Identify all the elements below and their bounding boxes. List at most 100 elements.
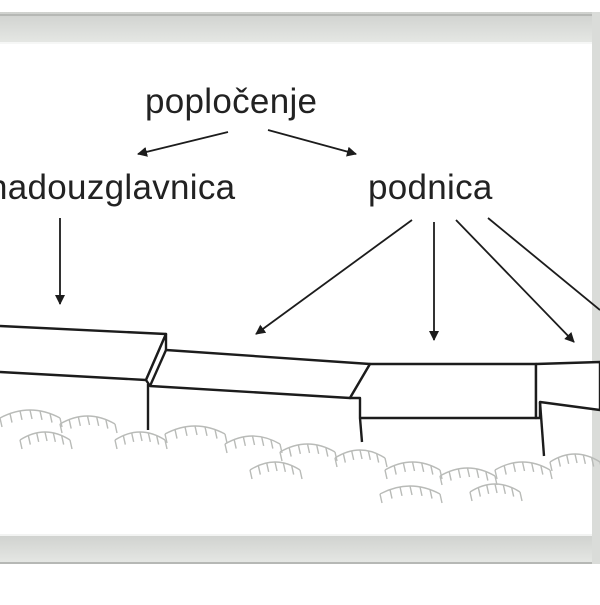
soil-tick (439, 469, 443, 480)
soil-tick (530, 462, 535, 473)
soil-tick (214, 429, 218, 439)
soil-tick (375, 453, 380, 463)
soil-tick (77, 416, 82, 427)
soil-tick (510, 487, 515, 497)
soil-tick (29, 409, 33, 420)
soil-tick (9, 413, 13, 423)
soil-tick (521, 461, 526, 472)
arrow-paving-right (267, 129, 357, 157)
soil-tick (439, 475, 443, 486)
soil-tick (95, 416, 100, 427)
soil-tick (86, 415, 91, 426)
soil-tick (315, 444, 320, 455)
joint-2 (358, 417, 364, 443)
soil-tick (367, 450, 372, 461)
soil-tick (68, 419, 72, 429)
soil-tick (282, 462, 287, 473)
soil-tick (251, 435, 256, 446)
soil-tick (350, 450, 355, 461)
soil-tick (384, 469, 388, 480)
soil-tick (164, 433, 168, 444)
soil-tick (139, 431, 143, 442)
soil-tick (290, 465, 295, 475)
soil-tick (233, 439, 237, 449)
joint-4 (148, 349, 168, 387)
soil-tick (549, 469, 553, 480)
soil-tick (39, 410, 43, 421)
soil-tick (306, 443, 311, 454)
soil-tick (204, 426, 208, 437)
soil-tick (565, 454, 570, 465)
soil-tick (19, 410, 23, 421)
label-sleeper: nadouzglavnica (0, 168, 236, 207)
soil-tick (389, 489, 393, 499)
soil-tick (540, 465, 544, 475)
top-bezel (0, 12, 600, 44)
soil-tick (260, 436, 265, 447)
soil-tick (288, 447, 292, 457)
soil-tick (299, 469, 303, 480)
soil-tick (342, 453, 347, 463)
arrow-floor-4 (487, 217, 600, 311)
joint-3 (538, 401, 546, 457)
soil-tick (429, 489, 433, 499)
soil-tick (419, 486, 423, 497)
soil-tick (325, 447, 329, 457)
soil-tick (379, 493, 383, 504)
soil-tick (44, 431, 48, 442)
label-floor: podnica (368, 168, 493, 207)
soil-tick (249, 469, 253, 480)
arrows (55, 129, 600, 343)
soil-tick (512, 462, 517, 473)
soil-tick (485, 471, 489, 481)
soil-tick (114, 439, 118, 450)
joints (146, 349, 546, 457)
soil-tick (114, 423, 118, 434)
soil-tick (69, 439, 73, 450)
soil-tick (270, 439, 274, 449)
soil-tick (279, 451, 283, 462)
soil-tick (265, 462, 270, 473)
soil-tick (122, 435, 127, 445)
soil-tick (430, 465, 434, 475)
soil-tick (224, 433, 228, 444)
slab-3 (348, 362, 538, 420)
soil-tick (485, 484, 490, 495)
right-bezel (592, 12, 600, 564)
soil-tick (60, 435, 65, 445)
soil-tick (19, 439, 23, 450)
soil-tick (164, 439, 168, 450)
arrow-floor-1 (255, 219, 413, 335)
soil-tick (384, 457, 388, 468)
soil-tick (402, 462, 407, 473)
soil-tick (297, 444, 302, 455)
soil-tick (466, 467, 471, 478)
soil-tick (409, 485, 413, 496)
arrow-paving-left (137, 131, 229, 157)
soil-tick (334, 457, 338, 468)
soil-tick (155, 435, 160, 445)
soil-tick (448, 471, 452, 481)
soil-tick (557, 457, 562, 467)
soil-tick (27, 435, 32, 445)
soil-tick (130, 432, 135, 443)
soil-tick (477, 487, 482, 497)
soil-tick (334, 451, 338, 462)
soil-tick (502, 484, 507, 495)
soil-tick (105, 419, 109, 429)
slab-sleeper-1 (0, 324, 168, 382)
soil-tick (494, 483, 498, 494)
bottom-bezel (0, 534, 600, 564)
soil-tick (59, 423, 63, 434)
soil-ground (0, 409, 600, 504)
soil-tick (184, 426, 188, 437)
soil-tick (242, 436, 247, 447)
soil-tick (469, 491, 473, 502)
soil-tick (503, 465, 507, 475)
soil-tick (224, 443, 228, 454)
soil-tick (194, 425, 198, 436)
soil-tick (549, 461, 553, 472)
soil-tick (457, 468, 462, 479)
label-paving: popločenje (145, 82, 318, 121)
